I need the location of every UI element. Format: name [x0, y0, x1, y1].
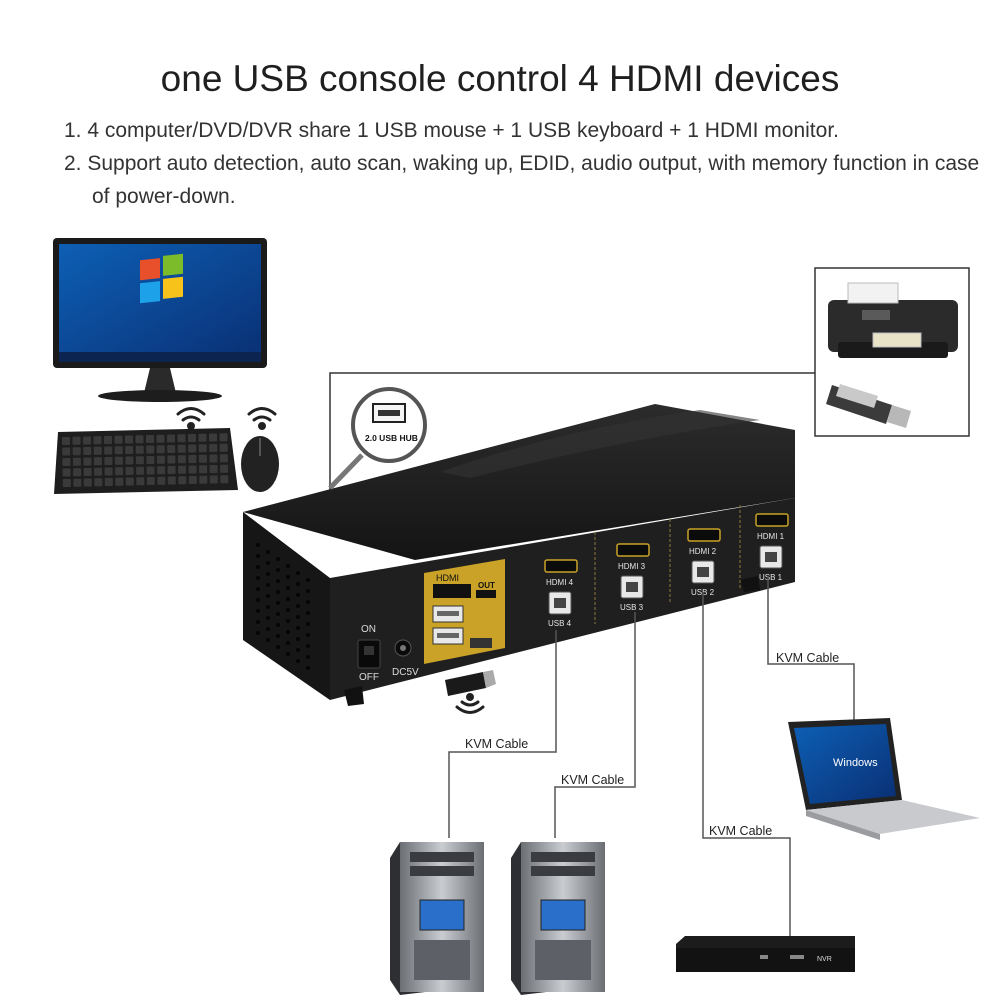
feature-2: 2. Support auto detection, auto scan, wa…	[64, 152, 980, 208]
hdmi-port-label-1: HDMI 1	[757, 532, 785, 541]
desktop-tower-1	[390, 842, 484, 995]
cable-label-3: KVM Cable	[561, 773, 624, 787]
laptop: Windows	[788, 718, 980, 840]
hub-connector-line	[329, 372, 815, 492]
hdmi-port-label-4: HDMI 4	[546, 578, 574, 587]
power-off-label: OFF	[359, 672, 379, 683]
kvm-cables	[448, 576, 855, 936]
keyboard	[54, 428, 238, 494]
hdmi-input-port-1	[755, 513, 789, 527]
hdmi-input-port-2	[687, 528, 721, 542]
mouse	[241, 436, 279, 492]
desktop-tower-2	[511, 842, 605, 995]
dc5v-label: DC5V	[392, 667, 419, 678]
usb-hub-magnifier: 2.0 USB HUB	[328, 387, 427, 490]
hdmi-input-port-4	[544, 559, 578, 573]
nvr-label: NVR	[817, 956, 832, 963]
printer	[828, 282, 958, 358]
usb-port-label-4: USB 4	[548, 619, 572, 628]
cable-label-1: KVM Cable	[776, 651, 839, 665]
wifi-mouse-icon	[247, 407, 277, 430]
hdmi-input-port-3	[616, 543, 650, 557]
hdmi-out-port	[433, 584, 471, 598]
cable-label-4: KVM Cable	[465, 737, 528, 751]
nvr: NVR	[676, 936, 855, 972]
cable-label-2: KVM Cable	[709, 824, 772, 838]
laptop-windows-label: Windows	[833, 757, 878, 769]
wifi-dongle-icon	[455, 693, 485, 714]
monitor	[53, 238, 267, 402]
hdmi-out-label: HDMI	[436, 573, 459, 583]
windows-logo-icon	[140, 253, 183, 304]
wifi-keyboard-icon	[176, 407, 206, 430]
hdmi-port-label-3: HDMI 3	[618, 562, 646, 571]
power-on-label: ON	[361, 624, 376, 635]
wireless-dongle	[445, 670, 496, 696]
usb-flash-drive	[826, 384, 911, 428]
hub-badge-label: 2.0 USB HUB	[365, 433, 418, 443]
usb-port-label-1: USB 1	[759, 573, 783, 582]
out-label: OUT	[478, 581, 495, 590]
page-title: one USB console control 4 HDMI devices	[160, 58, 840, 99]
hdmi-port-label-2: HDMI 2	[689, 547, 717, 556]
feature-1: 1. 4 computer/DVD/DVR share 1 USB mouse …	[64, 119, 839, 142]
usb-port-label-3: USB 3	[620, 603, 644, 612]
